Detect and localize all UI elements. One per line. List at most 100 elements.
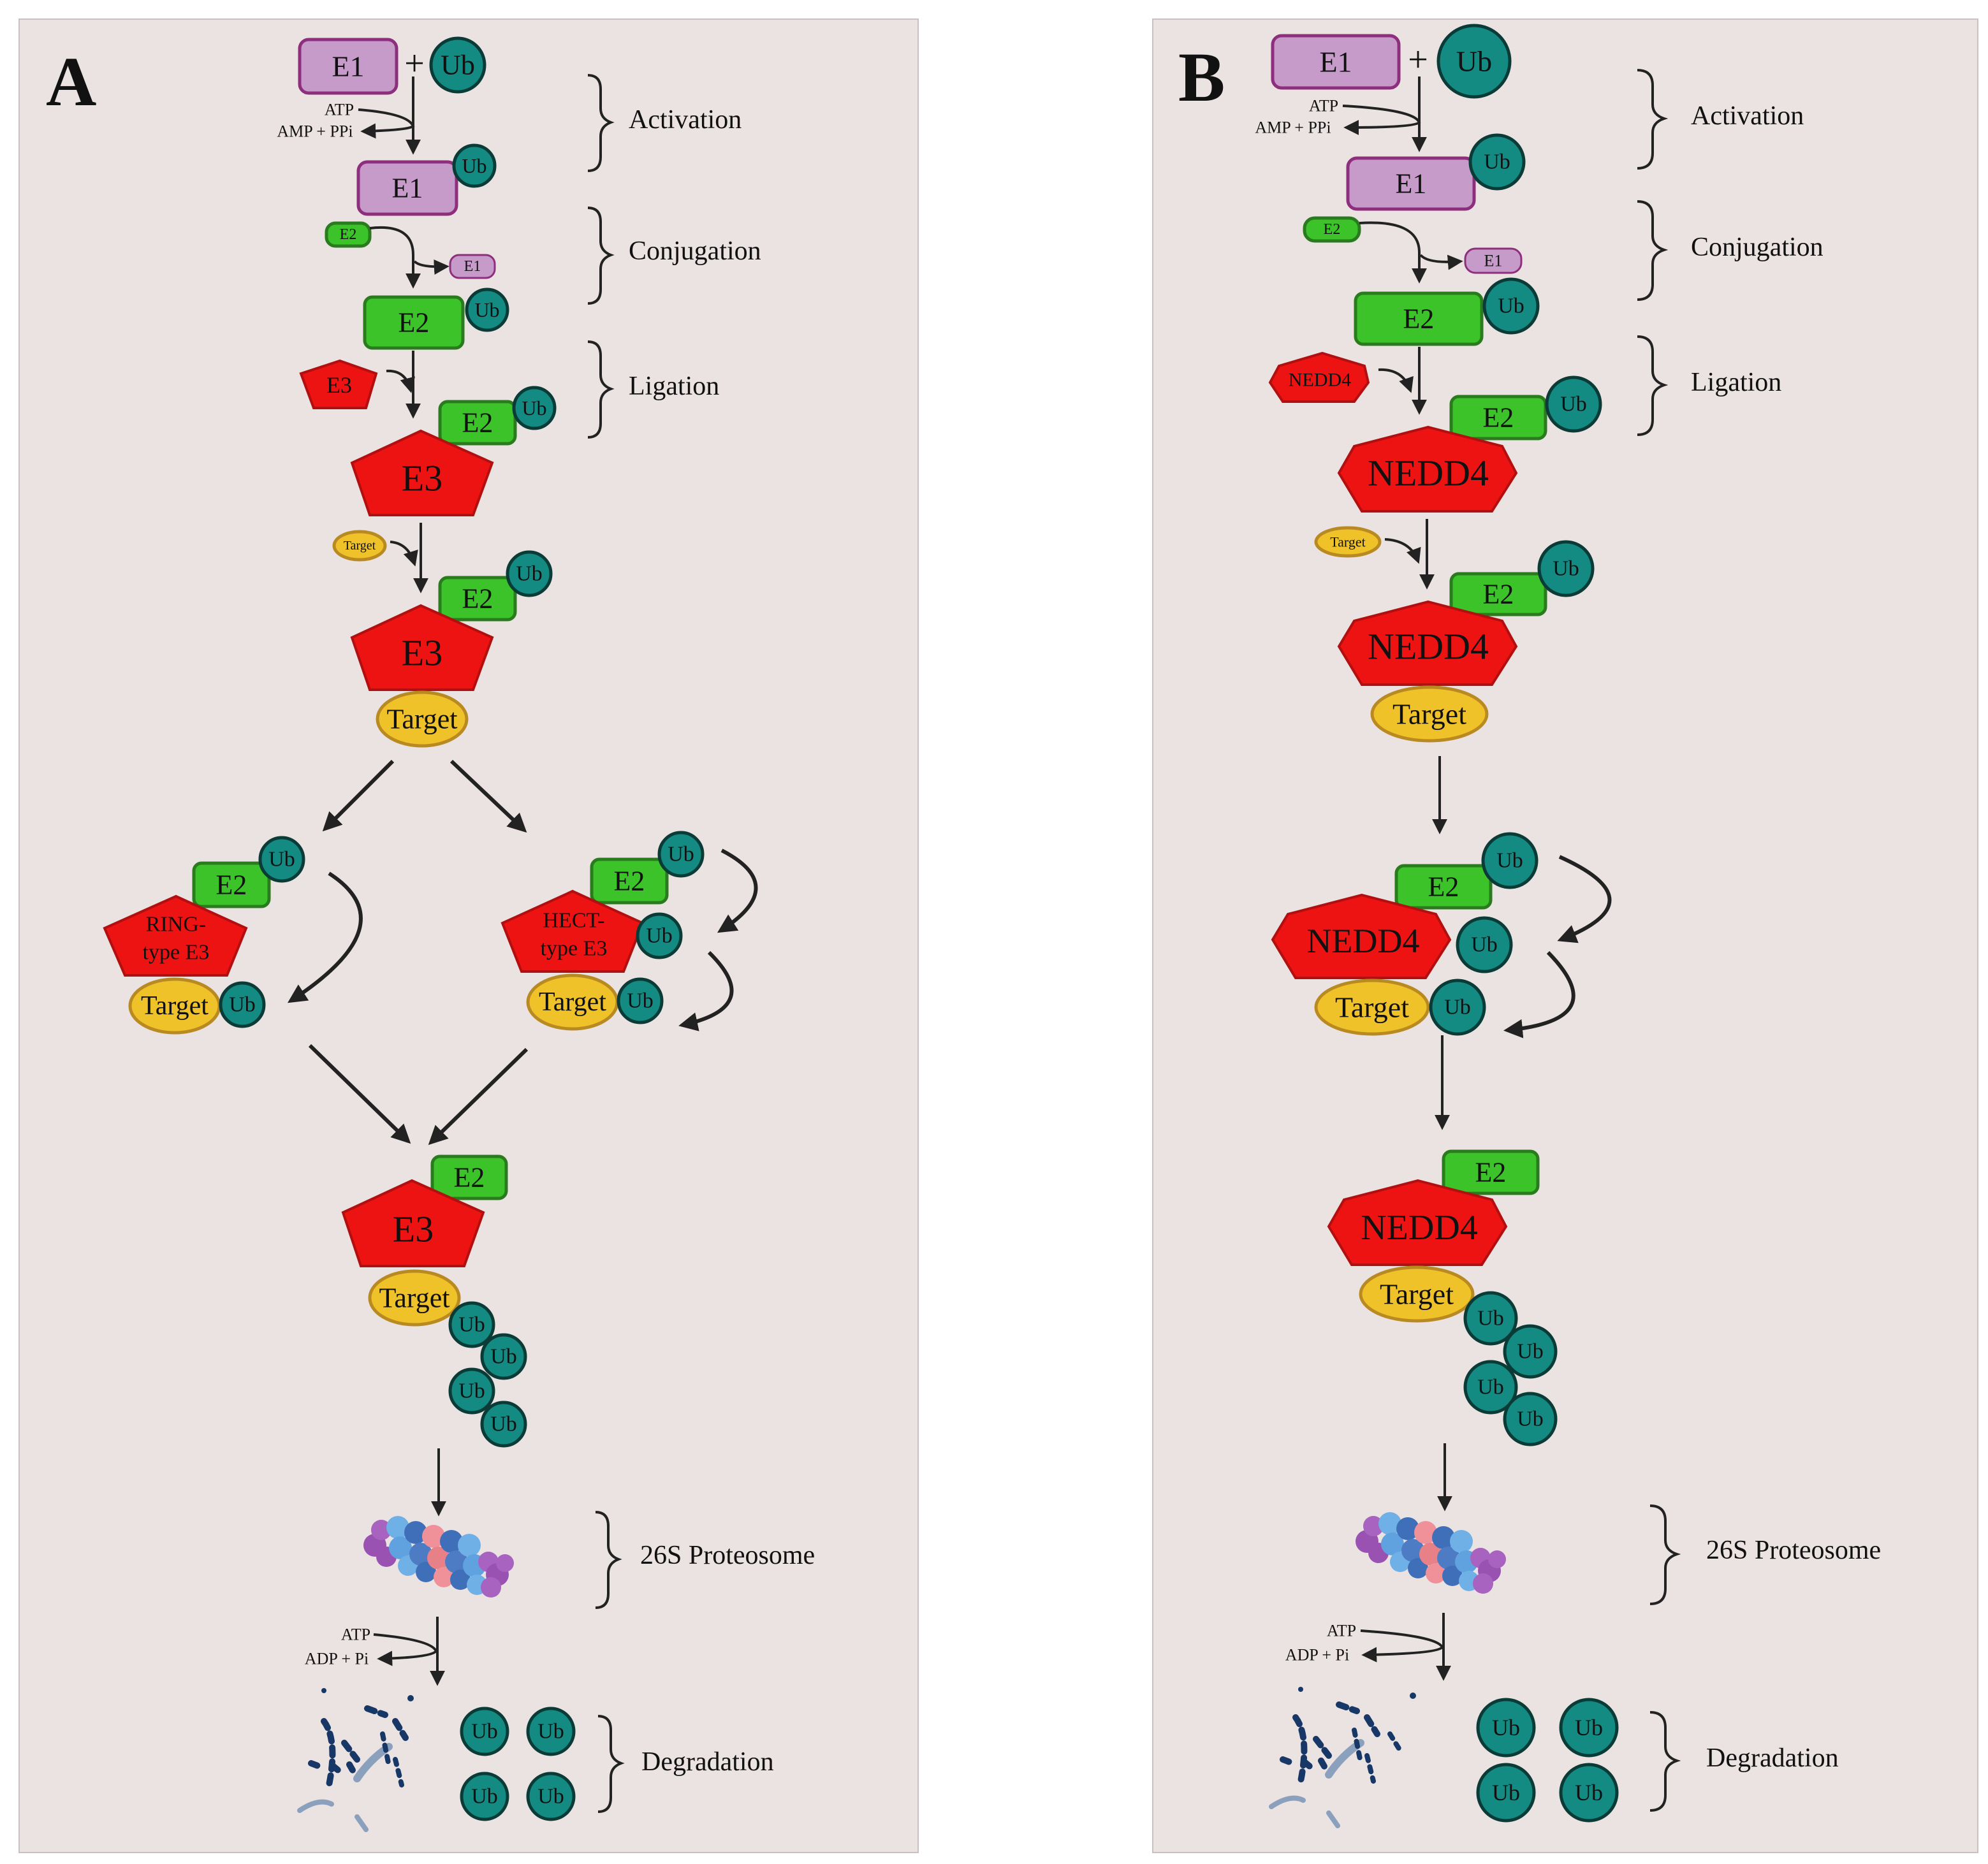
ubiquitin	[1537, 540, 1595, 597]
target-protein	[1359, 1265, 1475, 1323]
conjugation-brace	[587, 207, 615, 305]
ubiquitin	[636, 912, 683, 959]
nedd4-ligase	[1337, 425, 1518, 513]
ubiquitin	[617, 977, 664, 1024]
target-label: Target	[539, 987, 606, 1017]
ub-label: Ub	[537, 1720, 564, 1744]
hect-type-e3	[501, 889, 645, 973]
e2-enzyme	[430, 1154, 508, 1200]
ub-label: Ub	[458, 1313, 485, 1337]
conjugation-arrow	[1359, 221, 1427, 284]
e1-released	[1464, 247, 1523, 274]
ubiquitin	[1468, 133, 1526, 191]
hect-label-2: type E3	[541, 937, 608, 961]
ubiquitin	[1545, 375, 1602, 433]
stage-ligation: Ligation	[629, 372, 719, 401]
e2-enzyme-small	[325, 221, 372, 248]
ub-label: Ub	[1560, 393, 1587, 416]
ring-label-2: type E3	[143, 941, 210, 965]
ubiquitin	[460, 1707, 509, 1756]
ub-label: Ub	[462, 154, 486, 177]
ub-label: Ub	[474, 298, 499, 321]
split-arrow-ring	[322, 759, 395, 832]
nedd4-ligase	[1327, 1179, 1508, 1266]
e2-enzyme	[1394, 864, 1493, 910]
e2-enzyme	[192, 861, 271, 908]
stage-degradation: Degradation	[641, 1747, 774, 1777]
ub-label: Ub	[1575, 1715, 1603, 1740]
plus-sign: +	[1408, 40, 1428, 80]
e3-ligase	[350, 429, 494, 516]
atp-amp-arrow	[358, 108, 415, 139]
e2-label: E2	[398, 307, 430, 339]
ub-label: Ub	[490, 1413, 517, 1436]
target-label: Target	[379, 1283, 450, 1314]
ubiquitin	[480, 1333, 527, 1380]
ub-label: Ub	[1471, 933, 1498, 957]
e1-label: E1	[1484, 252, 1503, 270]
e1-release-arrow	[413, 259, 449, 275]
adp-pi-label: ADP + Pi	[305, 1650, 369, 1668]
e2-enzyme	[363, 295, 465, 350]
amp-ppi-label: AMP + PPi	[277, 122, 353, 141]
e1-release-arrow	[1419, 254, 1463, 270]
hect-transfer-arrow-2	[678, 950, 734, 1031]
ub-label: Ub	[471, 1720, 498, 1744]
ub-label: Ub	[490, 1345, 517, 1369]
ubiquitin	[1436, 24, 1512, 99]
conjugation-arrow	[369, 226, 421, 289]
ubiquitin	[460, 1772, 509, 1821]
ub-label: Ub	[471, 1785, 498, 1809]
e1-enzyme	[356, 160, 458, 216]
e2-enzyme	[1449, 395, 1547, 441]
conjugation-brace	[1637, 200, 1669, 301]
ub-label: Ub	[1553, 557, 1579, 581]
e2-label: E2	[1475, 1157, 1507, 1188]
peptide-fragments-icon	[297, 1688, 414, 1832]
target-protein-small	[332, 530, 387, 562]
ubiquitin	[1456, 916, 1513, 973]
ubiquitin	[1463, 1291, 1518, 1346]
stage-proteasome: 26S Proteosome	[640, 1541, 815, 1570]
target-protein	[1314, 979, 1430, 1036]
e1-label: E1	[1319, 46, 1352, 78]
ub-label: Ub	[1477, 1376, 1504, 1399]
hect-label-1: HECT-	[543, 909, 605, 933]
ub-label: Ub	[1492, 1715, 1520, 1740]
nedd4-label: NEDD4	[1368, 453, 1489, 494]
e2-enzyme	[1442, 1149, 1540, 1195]
ub-label: Ub	[229, 993, 256, 1017]
e2-label: E2	[1428, 871, 1459, 903]
activation-brace	[587, 74, 615, 172]
atp-adp-arrow	[1360, 1629, 1444, 1663]
atp-amp-arrow	[1342, 105, 1421, 135]
ubiquitin	[448, 1301, 495, 1348]
degradation-brace	[597, 1715, 625, 1813]
target-label: Target	[1392, 698, 1466, 731]
ubiquitin	[452, 143, 497, 188]
ubiquitin	[657, 831, 705, 878]
e2-label: E2	[462, 407, 493, 439]
e2-label: E2	[1324, 221, 1341, 238]
e3-label: E3	[402, 458, 442, 499]
ubiquitin	[465, 288, 509, 332]
ubiquitin	[1463, 1360, 1518, 1415]
e3-label: E3	[393, 1209, 434, 1250]
panel-a-letter: A	[46, 43, 96, 120]
ubiquitin	[1481, 832, 1539, 889]
degradation-brace	[1649, 1711, 1681, 1812]
target-join-arrow	[1384, 538, 1421, 564]
e1-enzyme	[1271, 34, 1401, 90]
nedd4-label: NEDD4	[1361, 1208, 1478, 1248]
ubiquitin	[1482, 277, 1540, 335]
e1-enzyme	[298, 38, 398, 95]
ub-label: Ub	[1477, 1307, 1504, 1330]
proteasome-brace	[595, 1511, 622, 1609]
ub-label: Ub	[1444, 996, 1471, 1019]
e3-ligase-small	[299, 359, 378, 409]
ub-label: Ub	[1484, 150, 1510, 174]
ligation-brace	[1637, 335, 1669, 436]
e1-label: E1	[464, 258, 481, 275]
nedd4-transfer-arrow-2	[1503, 950, 1575, 1038]
